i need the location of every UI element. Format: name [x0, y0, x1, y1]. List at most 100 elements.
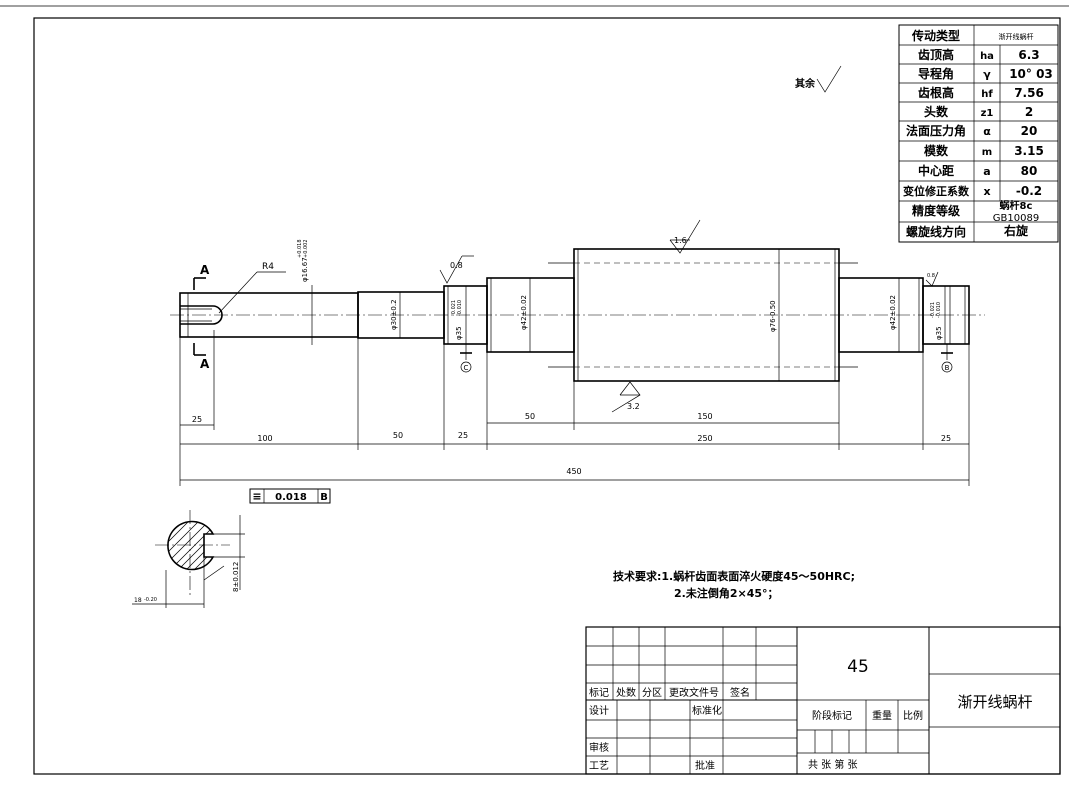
param-name-1: 齿顶高	[918, 47, 954, 62]
param-value-4: 2	[1025, 105, 1033, 119]
dia-35-right-tol-low: -0.010	[936, 302, 942, 318]
param-symbol-8: x	[983, 185, 990, 198]
dia-16-tol-low: +0.002	[303, 239, 309, 258]
param-name-7: 中心距	[918, 163, 954, 178]
param-value-1: 6.3	[1018, 48, 1039, 62]
diameter-dims: φ16.67 +0.018 +0.002 φ30±0.2 φ35 -0.021 …	[297, 239, 946, 381]
dia-76: φ76-0.50	[769, 300, 777, 332]
section-width-dim: 18	[134, 597, 142, 604]
param-name-10: 螺旋线方向	[906, 224, 966, 239]
param-value-9: 蜗杆8c	[1000, 199, 1033, 212]
dia-35-left: φ35	[455, 326, 463, 340]
svg-text:标准化: 标准化	[692, 704, 722, 717]
tech-req-line1: 技术要求:1.蜗杆齿面表面淬火硬度45～50HRC;	[613, 569, 855, 583]
param-value-6: 3.15	[1014, 144, 1044, 158]
dia-35-right-tol-up: -0.021	[930, 302, 936, 318]
param-value-7: 80	[1021, 164, 1038, 178]
roughness-symbols: 0.8 1.6 3.2 0.8	[439, 219, 939, 413]
svg-text:审核: 审核	[589, 741, 609, 754]
param-name-6: 模数	[924, 143, 949, 158]
datum-c: C	[464, 364, 469, 372]
param-name-3: 齿根高	[918, 85, 954, 100]
param-symbol-1: ha	[980, 51, 994, 62]
dim-25-b: 25	[941, 434, 951, 443]
title-block: 45 渐开线蜗杆 标记 处数 分区 更改文件号 签名 设计 标准化 阶段标记 重…	[585, 626, 1061, 775]
dim-100: 100	[257, 434, 272, 443]
tolerance-frame: ≡ 0.018 B	[249, 488, 331, 504]
dim-25-keyway: 25	[192, 415, 202, 424]
svg-text:共 张 第 张: 共 张 第 张	[808, 758, 858, 771]
dia-30: φ30±0.2	[390, 299, 398, 330]
param-value-3: 7.56	[1014, 86, 1044, 100]
dia-42-left: φ42±0.02	[520, 295, 528, 330]
param-name-9: 精度等级	[912, 203, 960, 218]
tol-symbol: ≡	[252, 490, 261, 503]
dim-150: 150	[697, 412, 712, 421]
param-symbol-5: α	[983, 125, 991, 138]
datum-markers: C B	[460, 344, 953, 373]
svg-text:1.6: 1.6	[674, 236, 687, 245]
dia-16: φ16.67	[301, 257, 309, 282]
shaft-main-view	[170, 248, 985, 382]
param-name-8: 变位修正系数	[903, 184, 970, 198]
param-name-0: 传动类型	[911, 28, 960, 43]
dia-35-right: φ35	[935, 326, 943, 340]
svg-text:标记: 标记	[589, 687, 609, 699]
radius-label: R4	[262, 262, 274, 272]
param-symbol-4: z1	[981, 108, 994, 119]
param-symbol-3: hf	[981, 89, 993, 100]
params-table: 传动类型 渐开线蜗杆 齿顶高 ha 6.3 导程角 γ 10° 03 齿根高 h…	[898, 24, 1059, 243]
svg-text:工艺: 工艺	[589, 760, 609, 772]
svg-text:处数: 处数	[616, 686, 636, 699]
length-dims: 25 100 50 25 50 150 250 25 450	[179, 330, 970, 486]
rest-roughness-label: 其余	[795, 77, 816, 90]
param-name-4: 头数	[924, 104, 949, 119]
svg-text:签名: 签名	[730, 686, 750, 699]
material: 45	[847, 657, 869, 677]
rest-roughness-symbol	[816, 65, 842, 93]
svg-text:阶段标记: 阶段标记	[812, 709, 852, 722]
dim-250: 250	[697, 434, 712, 443]
dim-450: 450	[566, 467, 581, 476]
section-a-top: A	[200, 263, 210, 277]
svg-text:0.8: 0.8	[927, 273, 935, 279]
dim-25-a: 25	[458, 431, 468, 440]
tol-datum: B	[320, 492, 328, 503]
dim-50-a: 50	[393, 431, 403, 440]
param-value-9b: GB10089	[993, 213, 1039, 224]
dia-16-tol-up: +0.018	[297, 239, 303, 258]
part-name: 渐开线蜗杆	[957, 693, 1032, 711]
dia-35-left-tol-up: -0.021	[451, 300, 457, 316]
section-a-view: 8±0.012 18 -0.20	[132, 510, 245, 608]
dia-42-right: φ42±0.02	[889, 295, 897, 330]
dim-50-b: 50	[525, 412, 535, 421]
param-symbol-6: m	[982, 147, 992, 158]
param-value-0: 渐开线蜗杆	[999, 32, 1034, 41]
tol-value: 0.018	[275, 492, 307, 503]
param-symbol-7: a	[983, 165, 990, 178]
svg-text:0.8: 0.8	[450, 261, 463, 270]
param-name-2: 导程角	[918, 66, 954, 81]
drawing-frame	[33, 17, 1061, 775]
dia-35-left-tol-low: -0.010	[457, 300, 463, 316]
svg-text:3.2: 3.2	[627, 402, 640, 411]
datum-b: B	[945, 364, 950, 372]
section-a-bottom: A	[200, 357, 210, 371]
section-key-dim: 8±0.012	[232, 562, 240, 592]
svg-text:设计: 设计	[589, 704, 609, 717]
svg-text:更改文件号: 更改文件号	[669, 686, 719, 699]
svg-text:分区: 分区	[642, 687, 662, 699]
param-name-5: 法面压力角	[906, 123, 966, 138]
param-value-5: 20	[1021, 124, 1038, 138]
svg-text:比例: 比例	[903, 709, 923, 722]
param-value-10: 右旋	[1003, 223, 1029, 238]
section-width-tol: -0.20	[144, 597, 157, 603]
param-value-8: -0.2	[1016, 184, 1042, 198]
svg-text:批准: 批准	[695, 759, 715, 772]
param-value-2: 10° 03	[1009, 67, 1053, 81]
r4-leader	[218, 271, 258, 314]
svg-text:重量: 重量	[872, 709, 892, 722]
param-symbol-2: γ	[983, 68, 991, 81]
tech-req-line2: 2.未注倒角2×45°；	[674, 586, 779, 600]
